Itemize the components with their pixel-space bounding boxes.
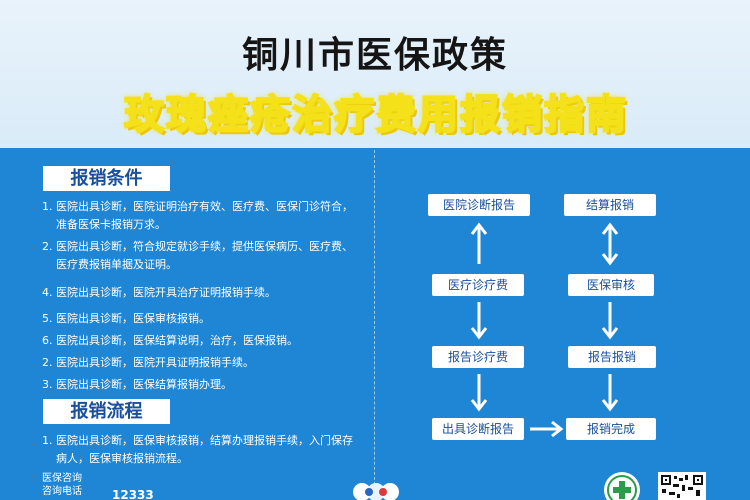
process-list: 1.医院出具诊断，医保审核报销，结算办理报销手续，入门保存病人，医保审核报销流程…	[42, 432, 362, 468]
item-text: 医院出具诊断，医保审核报销。	[56, 312, 210, 325]
conditions-list: 1.医院出具诊断，医院证明治疗有效、医疗费、医保门诊符合，准备医保卡报销万求。 …	[42, 198, 362, 398]
item-text: 医院出具诊断，医院开具治疗证明报销手续。	[56, 286, 276, 299]
list-item: 5.医院出具诊断，医保审核报销。	[42, 310, 362, 332]
flow-box-left-2: 医疗诊疗费	[432, 274, 524, 296]
list-item: 2.医院出具诊断，医院开具证明报销手续。	[42, 354, 362, 376]
item-text: 医院出具诊断，医保审核报销，结算办理报销手续，入门保存病人，医保审核报销流程。	[56, 434, 353, 465]
item-number: 1.	[42, 200, 53, 213]
flow-arrow-double-icon	[601, 222, 619, 266]
item-text: 医院出具诊断，医保结算报销办理。	[56, 378, 232, 391]
flow-arrow-down-icon	[601, 374, 619, 412]
flow-box-left-3: 报告诊疗费	[432, 346, 524, 368]
item-number: 4.	[42, 286, 53, 299]
campaign-logo-icon	[353, 483, 399, 500]
flow-box-right-4: 报销完成	[566, 418, 656, 440]
item-text: 医院出具诊断，符合规定就诊手续，提供医保病历、医疗费、医疗费报销单据及证明。	[56, 240, 353, 271]
flow-arrow-down-icon	[470, 374, 488, 412]
flow-box-right-3: 报告报销	[568, 346, 656, 368]
flow-arrow-right-icon	[530, 420, 564, 438]
medical-insurance-emblem-icon	[604, 472, 640, 500]
item-number: 1.	[42, 434, 53, 447]
poster-subtitle: 玫瑰痤疮治疗费用报销指南	[123, 91, 628, 139]
list-item: 2.医院出具诊断，符合规定就诊手续，提供医保病历、医疗费、医疗费报销单据及证明。	[42, 238, 362, 284]
flow-box-left-4: 出具诊断报告	[432, 418, 524, 440]
section-heading-process: 报销流程	[43, 399, 170, 424]
item-text: 医院出具诊断，医保结算说明，治疗，医保报销。	[56, 334, 298, 347]
flow-box-left-1: 医院诊断报告	[428, 194, 530, 216]
flow-arrow-down-icon	[470, 302, 488, 340]
footer-phone-number: 12333	[112, 488, 154, 500]
item-number: 2.	[42, 356, 53, 369]
footer-label: 医保咨询	[42, 473, 82, 484]
list-item: 3.医院出具诊断，医保结算报销办理。	[42, 376, 362, 398]
flow-box-right-1: 结算报销	[564, 194, 656, 216]
item-text: 医院出具诊断，医院开具证明报销手续。	[56, 356, 254, 369]
poster-title: 铜川市医保政策	[241, 35, 508, 76]
section-heading-conditions: 报销条件	[43, 166, 170, 191]
qr-code-icon	[658, 472, 706, 500]
list-item: 6.医院出具诊断，医保结算说明，治疗，医保报销。	[42, 332, 362, 354]
item-number: 5.	[42, 312, 53, 325]
list-item: 1.医院出具诊断，医院证明治疗有效、医疗费、医保门诊符合，准备医保卡报销万求。	[42, 198, 362, 234]
item-text: 医院出具诊断，医院证明治疗有效、医疗费、医保门诊符合，准备医保卡报销万求。	[56, 200, 353, 231]
item-number: 2.	[42, 240, 53, 253]
flow-arrow-down-icon	[601, 302, 619, 340]
footer-contact-label: 咨询电话	[42, 486, 82, 497]
item-number: 6.	[42, 334, 53, 347]
item-number: 3.	[42, 378, 53, 391]
flow-box-right-2: 医保审核	[568, 274, 654, 296]
list-item: 4.医院出具诊断，医院开具治疗证明报销手续。	[42, 284, 362, 310]
header-band	[0, 0, 750, 148]
center-divider	[374, 150, 375, 500]
list-item: 1.医院出具诊断，医保审核报销，结算办理报销手续，入门保存病人，医保审核报销流程…	[42, 432, 362, 468]
flow-arrow-up-icon	[470, 222, 488, 264]
